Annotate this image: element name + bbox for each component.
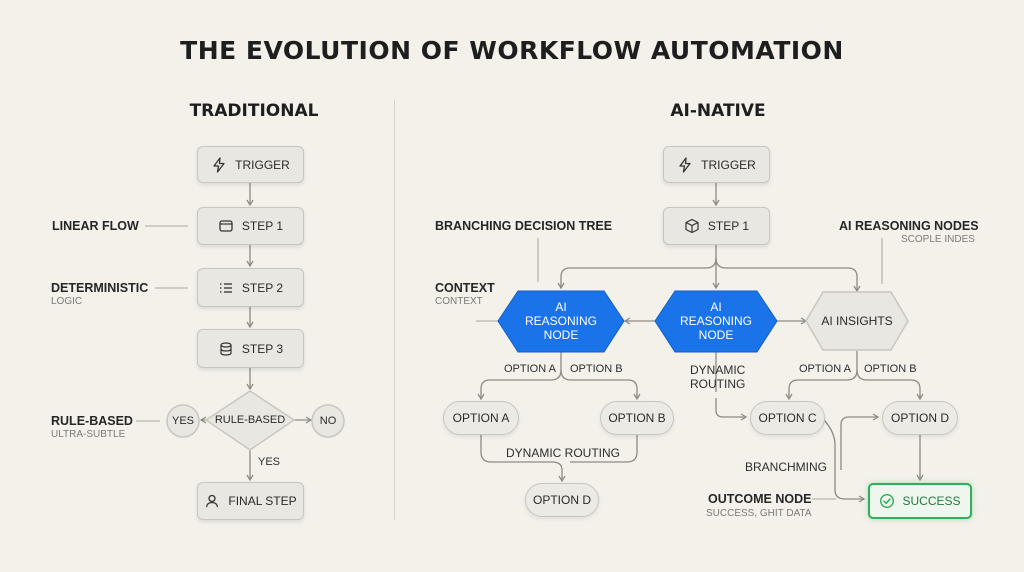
no-circle: [311, 404, 345, 438]
lightning-icon: [677, 156, 693, 173]
annotation-ai-reasoning-nodes: AI REASONING NODES: [839, 219, 979, 233]
option-d-right-node: OPTION D: [882, 401, 958, 435]
node-label-line: REASONING: [524, 314, 597, 328]
ai-insights-label: AI INSIGHTS: [821, 314, 893, 328]
lightning-icon: [211, 156, 227, 173]
connector: [785, 351, 858, 401]
cube-icon: [684, 218, 700, 234]
annotation-outcome-node: OUTCOME NODE: [708, 492, 812, 506]
annotation-logic: LOGIC: [51, 296, 83, 307]
connector: [856, 369, 924, 401]
node-label: TRIGGER: [235, 157, 290, 172]
node-label-line: NODE: [543, 328, 579, 342]
success-node: SUCCESS: [868, 483, 972, 519]
ai-step-1-node: STEP 1: [663, 207, 770, 245]
node-label: STEP 2: [241, 280, 284, 295]
annotation-ultra-subtle: ULTRA-SUBTLE: [51, 429, 126, 440]
traditional-heading: TRADITIONAL: [189, 101, 319, 121]
node-label: TRIGGER: [701, 157, 756, 172]
ai-reasoning-node-center: AI REASONING NODE: [655, 300, 777, 342]
ai-insights-shape: [805, 291, 909, 351]
annotation-context-sub: CONTEXT: [435, 296, 483, 307]
node-label-line: AI: [710, 300, 722, 314]
connector: [840, 413, 880, 470]
annotation-rule-based: RULE-BASED: [51, 414, 133, 428]
ai-reasoning-node-center-shape: [654, 290, 778, 353]
check-circle-icon: [879, 493, 895, 509]
annotation-deterministic: DETERMINISTIC: [51, 281, 149, 295]
annotation-outcome-sub: SUCCESS, GHIT DATA: [706, 508, 812, 519]
node-label: STEP 3: [241, 341, 284, 356]
traditional-trigger-node: TRIGGER: [197, 146, 304, 183]
connector: [715, 257, 861, 293]
annotation-branching-decision-tree: BRANCHING DECISION TREE: [435, 219, 613, 233]
right-branch-label-option-a: OPTION A: [799, 363, 851, 375]
label-line: ROUTING: [690, 377, 746, 391]
page-title: THE EVOLUTION OF WORKFLOW AUTOMATION: [180, 36, 844, 65]
connector: [477, 352, 562, 401]
annotation-context: CONTEXT: [435, 281, 495, 295]
node-label-line: NODE: [698, 328, 734, 342]
connector: [560, 369, 641, 401]
window-icon: [218, 218, 234, 234]
right-branch-label-option-b: OPTION B: [864, 363, 917, 375]
label-line: DYNAMIC: [690, 363, 746, 377]
node-label-line: AI: [555, 300, 567, 314]
database-icon: [218, 341, 234, 357]
dynamic-routing-top-label: DYNAMIC ROUTING: [690, 363, 745, 391]
connector: [557, 257, 717, 290]
decision-label: RULE-BASED: [214, 414, 286, 426]
traditional-final-step-node: FINAL STEP: [197, 482, 304, 520]
option-c-node: OPTION C: [750, 401, 825, 435]
yes-label: YES: [171, 415, 194, 427]
option-a-node: OPTION A: [443, 401, 519, 435]
ai-reasoning-node-left: AI REASONING NODE: [498, 300, 624, 342]
node-label: FINAL STEP: [228, 494, 297, 508]
traditional-step-2-node: STEP 2: [197, 268, 304, 307]
no-label: NO: [319, 415, 337, 427]
decision-diamond: [204, 390, 296, 451]
option-b-node: OPTION B: [600, 401, 674, 435]
option-d-bottom-node: OPTION D: [525, 483, 599, 517]
node-label: STEP 1: [707, 219, 750, 233]
node-label: STEP 1: [241, 219, 284, 233]
yes-circle: [166, 404, 200, 438]
branch-label-option-b: OPTION B: [570, 363, 623, 375]
list-icon: [218, 280, 234, 296]
traditional-step-1-node: STEP 1: [197, 207, 304, 245]
node-label-line: REASONING: [679, 314, 752, 328]
connector: [715, 398, 748, 421]
yes-branch-label: YES: [258, 456, 281, 468]
connector: [480, 435, 566, 483]
column-divider: [394, 100, 395, 520]
dynamic-routing-label: DYNAMIC ROUTING: [506, 446, 620, 460]
success-label: SUCCESS: [902, 494, 961, 508]
traditional-step-3-node: STEP 3: [197, 329, 304, 368]
ai-reasoning-node-left-shape: [497, 290, 625, 353]
annotation-linear-flow: LINEAR FLOW: [52, 219, 139, 233]
branch-label-option-a: OPTION A: [504, 363, 556, 375]
branching-label: BRANCHMING: [745, 460, 828, 474]
connector: [570, 435, 638, 463]
connector: [823, 419, 866, 503]
user-icon: [204, 493, 220, 509]
ai-trigger-node: TRIGGER: [663, 146, 770, 183]
ai-native-heading: AI-NATIVE: [670, 101, 766, 121]
annotation-scope-indes: SCOPLE INDES: [901, 234, 975, 245]
